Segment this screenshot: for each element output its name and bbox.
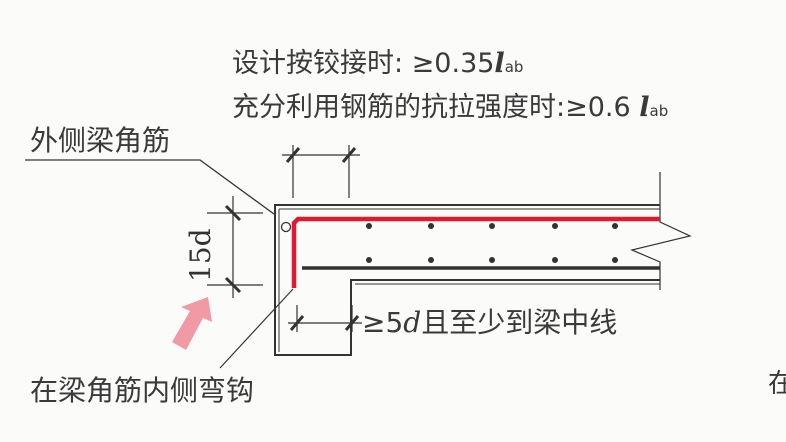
vertical-dimension [207, 196, 263, 298]
rebar-dots [366, 223, 618, 263]
bottom-bar-dot [612, 257, 618, 263]
inner-hook-label: 在梁角筋内侧弯钩 [30, 374, 254, 407]
bottom-bar-dot [366, 257, 372, 263]
full-strength-label: 充分利用钢筋的抗拉强度时:≥0.6 lab [232, 92, 668, 123]
bottom-dimension [288, 305, 362, 332]
top-bar-dot [552, 223, 558, 229]
top-bar-dot [428, 223, 434, 229]
inner-hook-leader-line [219, 288, 294, 369]
corner-bar-icon [280, 221, 292, 233]
top-bar-dot [366, 223, 372, 229]
bottom-dimension-label: ≥5d且至少到梁中线 [362, 306, 617, 339]
top-dimension [282, 145, 360, 198]
top-bar-dot [489, 223, 495, 229]
top-bar-dot [612, 223, 618, 229]
break-line [630, 172, 692, 290]
member-outline [274, 204, 660, 356]
outer-corner-bar-label: 外侧梁角筋 [30, 124, 170, 157]
bottom-bar-dot [552, 257, 558, 263]
highlight-arrow-icon [172, 297, 212, 350]
outer-corner-leader-line [25, 159, 275, 215]
cut-off-text: 在 [768, 369, 786, 399]
bottom-bar-dot [489, 257, 495, 263]
highlighted-top-rebar [291, 216, 660, 288]
vertical-dimension-label: 15d [184, 228, 217, 282]
bottom-bar-dot [428, 257, 434, 263]
hinged-label: 设计按铰接时: ≥0.35lab [232, 48, 523, 79]
